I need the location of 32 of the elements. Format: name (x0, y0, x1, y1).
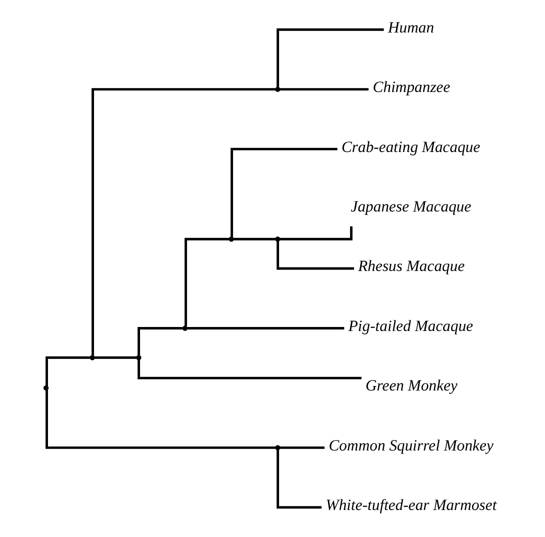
connector (94, 356, 136, 359)
node-point (136, 355, 142, 360)
node-point (90, 355, 95, 360)
node-text: Japanese Macaque (350, 198, 472, 216)
connector (187, 327, 344, 330)
node-point (275, 445, 280, 450)
connector (276, 241, 354, 270)
node-point (182, 326, 188, 331)
node-text: Rhesus Macaque (358, 258, 465, 276)
node-point (275, 86, 280, 92)
node-point (43, 385, 49, 391)
connector (276, 450, 322, 509)
node-point (228, 236, 234, 242)
node-text: White-tufted-ear Marmoset (326, 497, 497, 514)
node-text: Crab-eating Macaque (341, 138, 480, 156)
node-point (275, 236, 280, 242)
connector (230, 148, 338, 237)
node-text: Pig-tailed Macaque (348, 318, 474, 335)
node-text: Chimpanzee (372, 79, 450, 96)
connector (280, 88, 369, 91)
connector (234, 238, 276, 240)
node-text: Human (388, 19, 434, 36)
connector (46, 390, 276, 449)
connector (184, 238, 230, 326)
connector (92, 88, 276, 356)
connector (276, 28, 384, 88)
node-text: Common Squirrel Monkey (328, 437, 494, 454)
connector (138, 327, 183, 356)
node-text: Green Monkey (365, 378, 458, 395)
connector (138, 360, 362, 380)
connector (46, 356, 90, 386)
connector (280, 446, 325, 449)
